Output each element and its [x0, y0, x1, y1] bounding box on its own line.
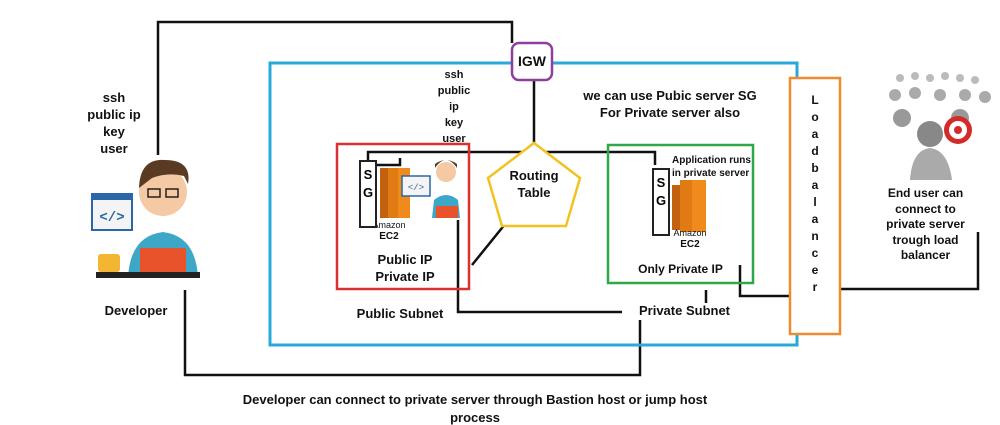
developer-to-igw-line — [156, 20, 514, 155]
connector-lines — [156, 20, 980, 377]
public-subnet-label: Public Subnet — [356, 306, 444, 321]
routing-table-shape — [486, 141, 582, 228]
ec2-private-ec2-label: EC2 — [680, 239, 700, 250]
footer-note: Developer can connect to private server … — [242, 392, 708, 407]
end-user-label: End user can connect to private server t… — [886, 186, 965, 263]
igw-label: IGW — [518, 53, 546, 69]
only-private-ip-label: Only Private IP — [638, 262, 723, 276]
private-subnet-label: Private Subnet — [622, 303, 747, 318]
developer-illustration: </> — [91, 159, 200, 278]
subnet-link-line — [366, 150, 657, 167]
private-to-lb-line — [738, 265, 790, 298]
routing-table-label: Routing Table — [509, 168, 559, 200]
bastion-developer-icon: </> — [401, 160, 460, 218]
public-to-private-line — [456, 220, 708, 314]
developer-label: Developer — [104, 303, 168, 318]
security-group-public: S G — [359, 160, 377, 228]
ec2-public-amazon-label: Amazon — [372, 220, 406, 230]
private-subnet-box — [606, 143, 755, 285]
sg-note-label: we can use Pubic server SG For Private s… — [583, 88, 757, 120]
footer-note-continued: process — [450, 410, 500, 425]
bastion-path-line — [183, 290, 642, 377]
ec2-public-ec2-label: EC2 — [379, 231, 399, 242]
ec2-private-amazon-label: Amazon — [673, 228, 707, 238]
svg-text:</>: </> — [99, 210, 124, 226]
lb-to-users-line — [840, 232, 980, 291]
load-balancer-label: L o a d b a l a n c e r — [811, 93, 819, 295]
ssh-left-label: ssh public ip key user — [87, 90, 141, 156]
public-subnet-box — [335, 142, 471, 291]
load-balancer-box — [788, 76, 842, 336]
security-group-private: S G — [652, 168, 670, 236]
ssh-mid-label: ssh public ip key user — [437, 69, 471, 145]
end-users-illustration — [889, 72, 991, 180]
app-note-label: Application runs in private server — [672, 155, 751, 179]
ec2-private-icon — [672, 180, 706, 232]
igw-box — [510, 41, 554, 82]
public-ip-label: Public IP Private IP — [375, 252, 435, 284]
svg-text:</>: </> — [408, 183, 424, 193]
